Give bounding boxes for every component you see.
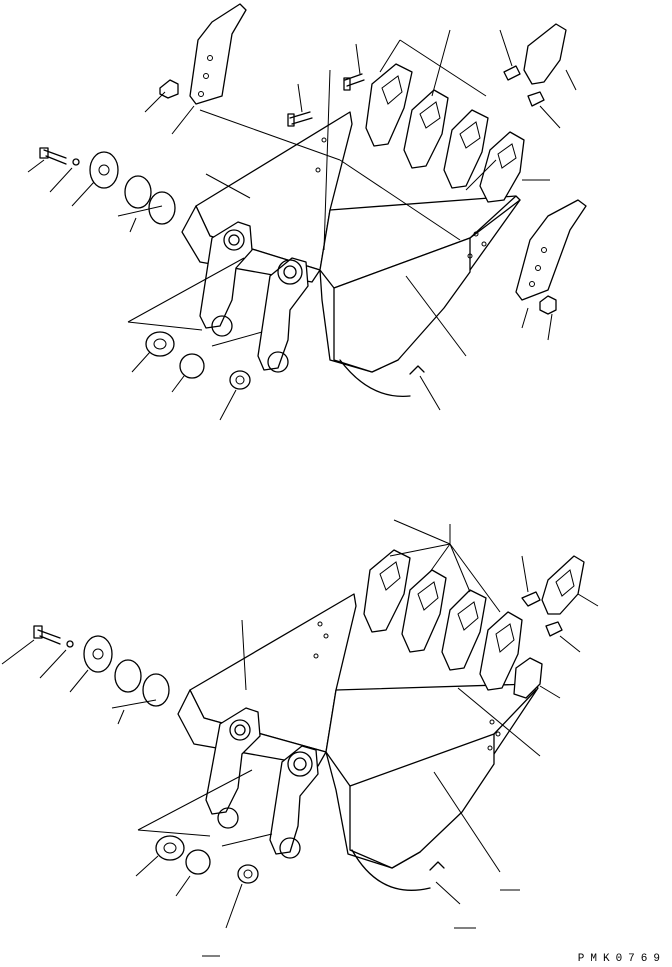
bucket-body-upper bbox=[181, 111, 521, 398]
side-cutter-left bbox=[144, 3, 247, 135]
bolt-boss-shims-upper bbox=[27, 147, 176, 233]
side-tooth-lower bbox=[457, 555, 599, 757]
tooth-points-lower bbox=[363, 519, 543, 699]
upper-bolts bbox=[287, 43, 365, 127]
bucket-body-lower bbox=[177, 593, 539, 891]
lower-bucket-view bbox=[1, 519, 599, 957]
tooth-points-upper bbox=[365, 29, 525, 203]
seal-washer-upper bbox=[127, 257, 263, 421]
side-cutter-right bbox=[515, 199, 587, 341]
leaders-lower bbox=[202, 619, 520, 957]
seal-washer-lower bbox=[135, 769, 273, 929]
drawing-reference-code: PMK0769 bbox=[577, 953, 666, 965]
bolt-boss-shims-lower bbox=[1, 625, 170, 725]
leaders-upper bbox=[199, 69, 497, 411]
upper-bucket-view bbox=[27, 3, 587, 421]
ear-plates-upper bbox=[199, 221, 309, 373]
adapter-pin-upper bbox=[499, 23, 577, 181]
